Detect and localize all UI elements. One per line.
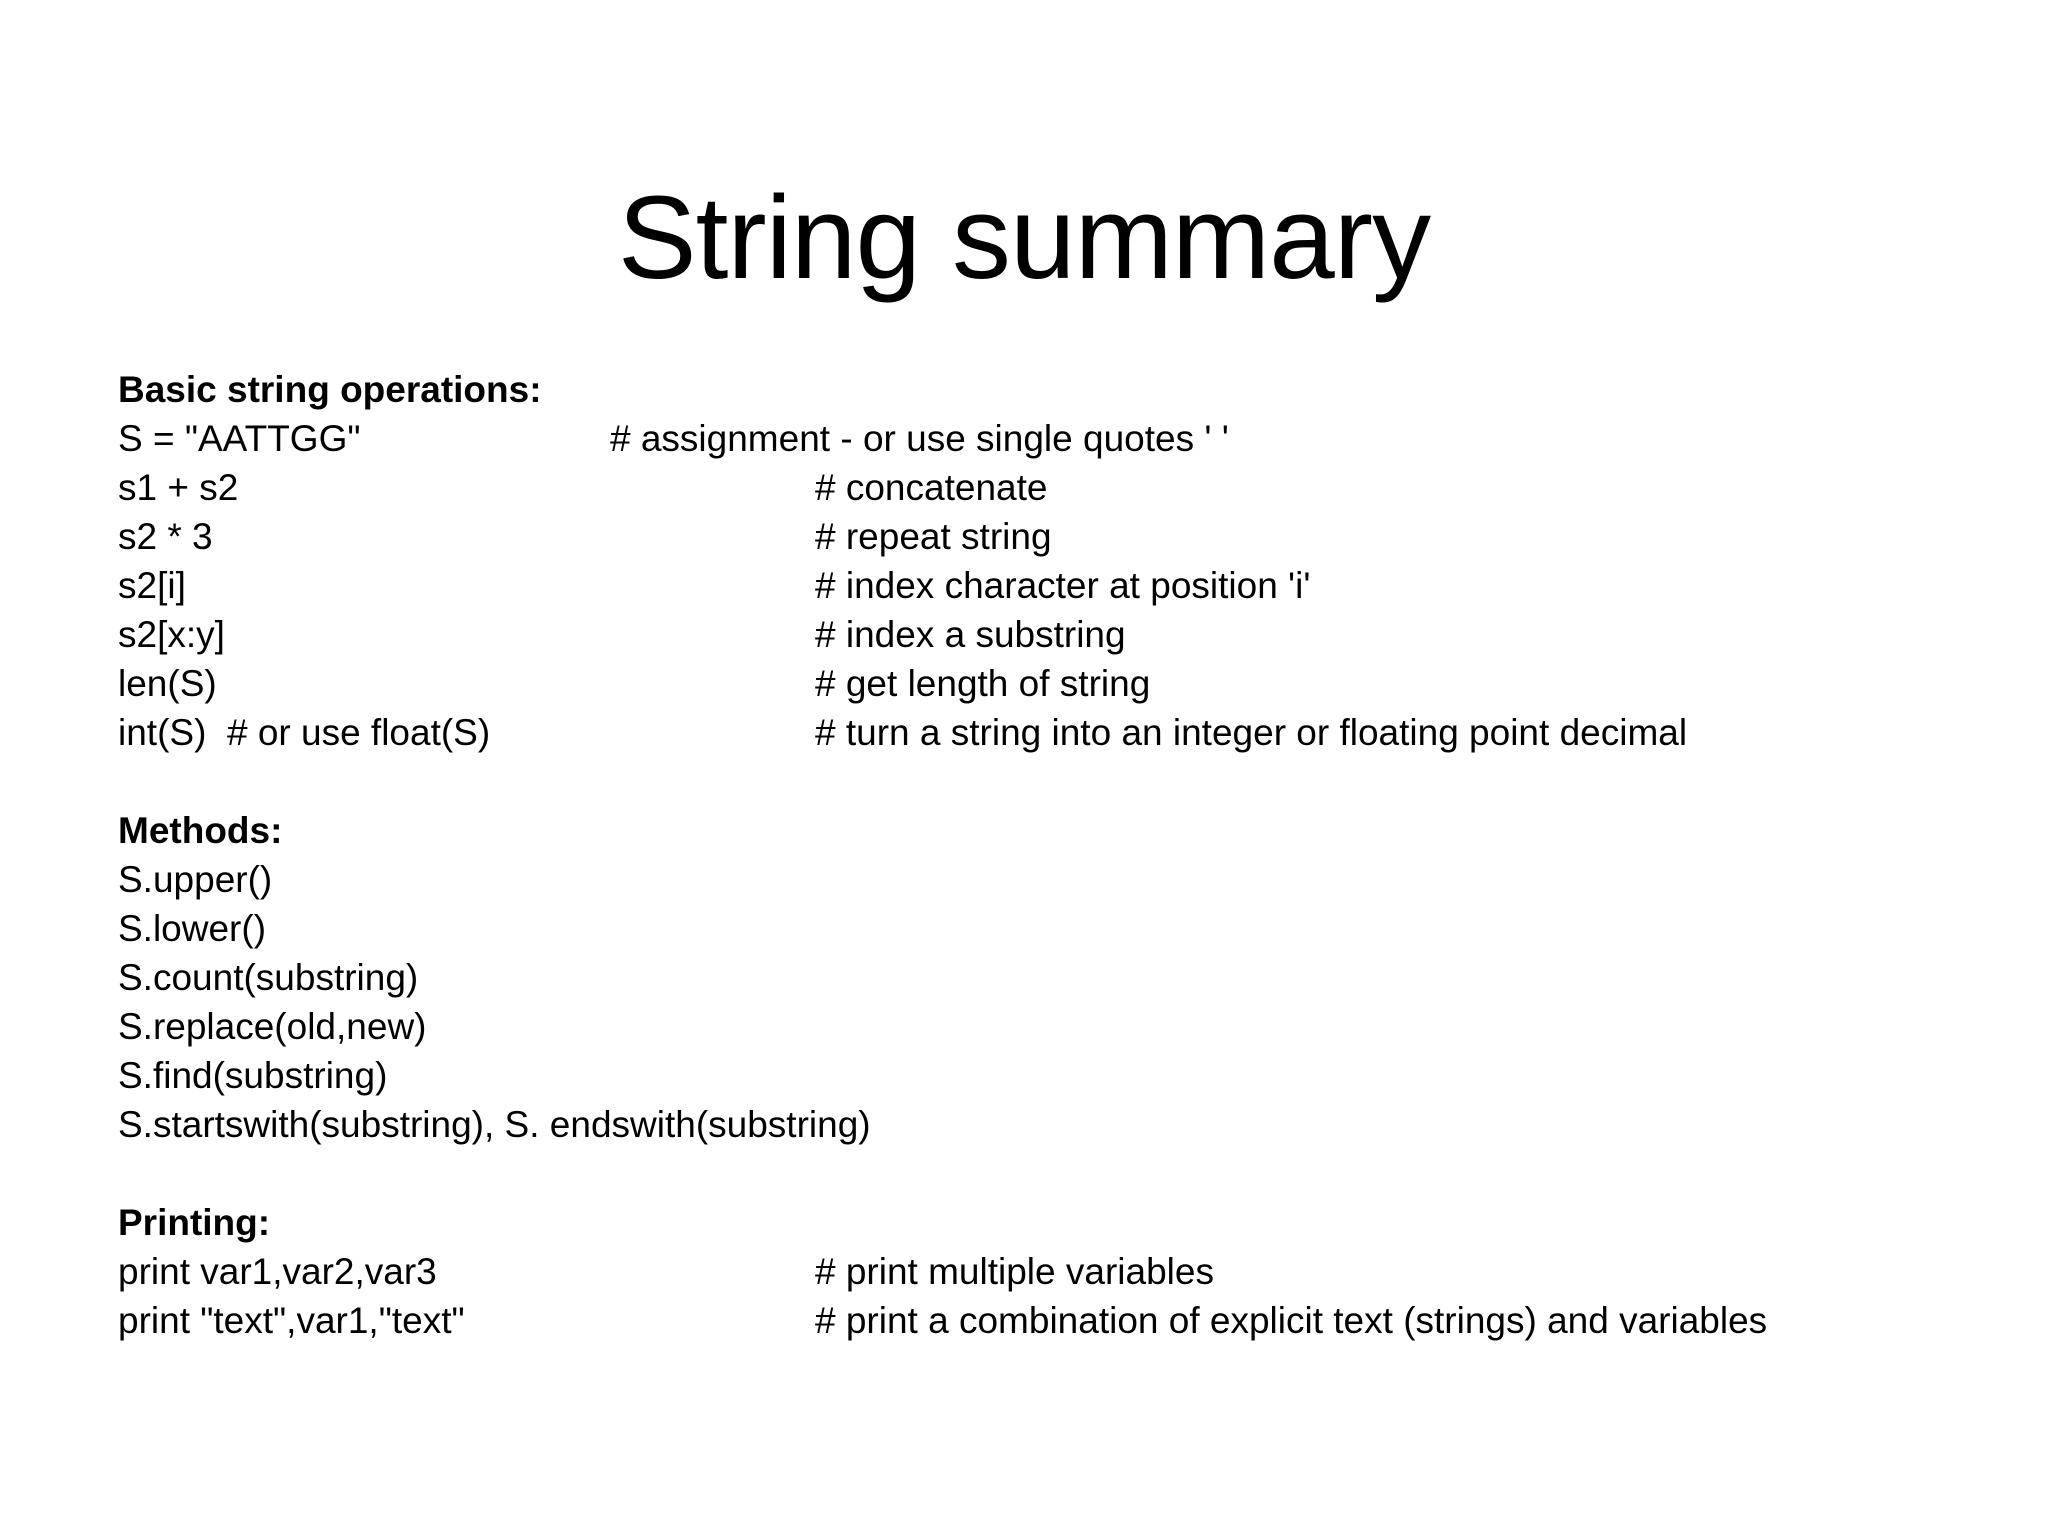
code-comment: # print a combination of explicit text (… xyxy=(815,1300,1768,1341)
code-line: S.lower() xyxy=(118,904,1998,953)
code-line: s2[i] # index character at position 'i' xyxy=(118,561,1998,610)
slide-body: Basic string operations: S = "AATTGG" # as… xyxy=(118,365,1998,1345)
section-gap xyxy=(118,757,1998,806)
section-heading-printing: Printing: xyxy=(118,1198,1998,1247)
code-text: S.startswith(substring), S. endswith(sub… xyxy=(118,1104,871,1145)
code-line: len(S) # get length of string xyxy=(118,659,1998,708)
section-heading-text: Basic string operations: xyxy=(118,369,542,410)
code-line: s2[x:y] # index a substring xyxy=(118,610,1998,659)
section-heading-text: Methods: xyxy=(118,810,283,851)
code-line: s1 + s2 # concatenate xyxy=(118,463,1998,512)
code-text: s2[i] xyxy=(118,565,186,606)
section-heading-text: Printing: xyxy=(118,1202,271,1243)
code-text: len(S) xyxy=(118,663,217,704)
code-line: print "text",var1,"text" # print a combin… xyxy=(118,1296,1998,1345)
code-line: S.startswith(substring), S. endswith(sub… xyxy=(118,1100,1998,1149)
section-heading-basic-string-operations: Basic string operations: xyxy=(118,365,1998,414)
code-comment: # print multiple variables xyxy=(815,1251,1214,1292)
code-line: S.replace(old,new) xyxy=(118,1002,1998,1051)
code-text: s2[x:y] xyxy=(118,614,225,655)
code-line: s2 * 3 # repeat string xyxy=(118,512,1998,561)
code-comment: # turn a string into an integer or float… xyxy=(815,712,1688,753)
code-text: s2 * 3 xyxy=(118,516,213,557)
code-text: S.upper() xyxy=(118,859,273,900)
code-text: S.replace(old,new) xyxy=(118,1006,427,1047)
code-text: s1 + s2 xyxy=(118,467,239,508)
code-line: S.upper() xyxy=(118,855,1998,904)
code-text: S = "AATTGG" xyxy=(118,418,361,459)
code-comment: # index a substring xyxy=(815,614,1126,655)
code-text: print "text",var1,"text" xyxy=(118,1300,465,1341)
code-text: int(S) # or use float(S) xyxy=(118,712,491,753)
code-line: print var1,var2,var3 # print multiple var… xyxy=(118,1247,1998,1296)
code-line: S.count(substring) xyxy=(118,953,1998,1002)
section-gap xyxy=(118,1149,1998,1198)
code-comment: # concatenate xyxy=(815,467,1048,508)
code-text: S.count(substring) xyxy=(118,957,419,998)
code-comment: # get length of string xyxy=(815,663,1151,704)
code-comment: # index character at position 'i' xyxy=(815,565,1311,606)
code-line: S = "AATTGG" # assignment - or use single… xyxy=(118,414,1998,463)
code-text: print var1,var2,var3 xyxy=(118,1251,437,1292)
section-heading-methods: Methods: xyxy=(118,806,1998,855)
code-line: int(S) # or use float(S) # turn a string … xyxy=(118,708,1998,757)
page-title: String summary xyxy=(617,172,1431,305)
code-text: S.find(substring) xyxy=(118,1055,388,1096)
code-text: S.lower() xyxy=(118,908,267,949)
code-comment: # repeat string xyxy=(815,516,1052,557)
code-line: S.find(substring) xyxy=(118,1051,1998,1100)
code-comment: # assignment - or use single quotes ' ' xyxy=(610,418,1229,459)
